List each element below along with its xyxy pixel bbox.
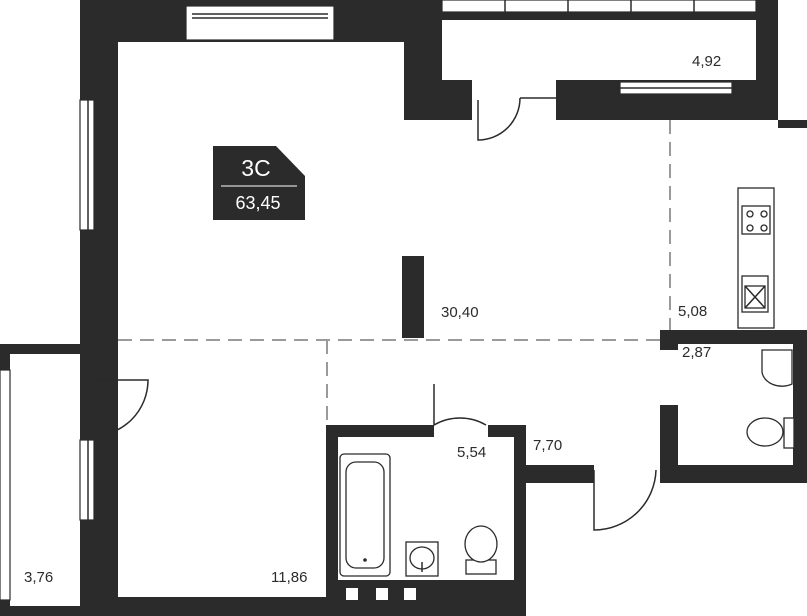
bathroom-toilet-icon — [464, 525, 498, 575]
area-hall: 7,70 — [533, 437, 562, 454]
area-wc: 2,87 — [682, 344, 711, 361]
area-kitchen: 5,08 — [678, 303, 707, 320]
unit-total-area: 63,45 — [235, 193, 280, 213]
room-areas: 30,40 4,92 5,08 2,87 7,70 5,54 11,86 3,7… — [24, 53, 721, 586]
sink-icon — [741, 275, 769, 313]
area-bedroom: 11,86 — [271, 569, 307, 586]
unit-type-label: 3С — [241, 155, 270, 181]
area-balcony-top: 4,92 — [692, 53, 721, 70]
zone-dividers — [118, 120, 671, 425]
vent-blocks — [346, 588, 416, 600]
area-balcony-left: 3,76 — [24, 569, 53, 586]
windows — [0, 0, 757, 601]
area-living: 30,40 — [441, 304, 479, 321]
toilet-icon — [746, 349, 795, 449]
bathtub-icon — [339, 453, 391, 577]
washbasin-icon — [405, 541, 439, 577]
doors — [91, 97, 657, 531]
area-bathroom: 5,54 — [457, 444, 486, 461]
unit-badge: 3С 63,45 — [213, 146, 305, 220]
